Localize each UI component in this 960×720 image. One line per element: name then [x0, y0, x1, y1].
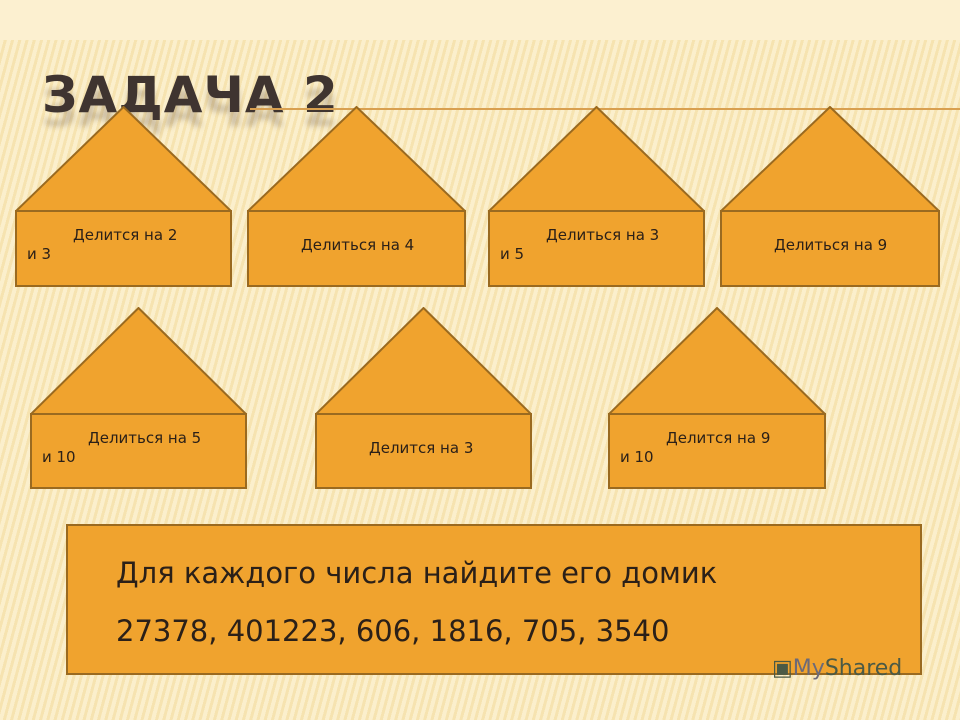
- house-roof: [315, 307, 532, 414]
- task-box: Для каждого числа найдите его домик 2737…: [66, 524, 922, 675]
- house-label-line1: Делиться на 5: [88, 429, 202, 447]
- house-label: Делиться на 9: [774, 236, 888, 254]
- house-4[interactable]: Делиться на 9: [720, 210, 940, 287]
- house-5[interactable]: Делиться на 5 и 10: [30, 413, 247, 489]
- house-label: Делится на 3: [369, 439, 474, 457]
- house-roof: [30, 307, 247, 414]
- house-label-line1: Делится на 2: [73, 226, 178, 244]
- house-label-line1: Делиться на 3: [546, 226, 660, 244]
- house-roof: [15, 106, 232, 211]
- house-label-line1: Делится на 9: [666, 429, 771, 447]
- watermark-shared: Shared: [824, 656, 903, 681]
- house-roof: [720, 106, 940, 211]
- house-label-line2: и 3: [27, 245, 52, 263]
- house-label: Делиться на 4: [301, 236, 415, 254]
- watermark: ▣MyShared: [772, 656, 902, 681]
- house-label-line2: и 5: [500, 245, 525, 263]
- task-instruction: Для каждого числа найдите его домик: [116, 556, 718, 590]
- house-3[interactable]: Делиться на 3 и 5: [488, 210, 705, 287]
- slide-title: ЗАДАЧА 2: [42, 66, 339, 124]
- house-label-line2: и 10: [620, 448, 654, 466]
- house-roof: [608, 307, 826, 414]
- house-roof: [247, 106, 466, 211]
- presentation-icon: ▣: [772, 656, 793, 681]
- task-numbers: 27378, 401223, 606, 1816, 705, 3540: [116, 614, 670, 648]
- house-2[interactable]: Делиться на 4: [247, 210, 466, 287]
- title-rule: [250, 108, 960, 110]
- house-label-line2: и 10: [42, 448, 76, 466]
- house-6[interactable]: Делится на 3: [315, 413, 532, 489]
- house-1[interactable]: Делится на 2 и 3: [15, 210, 232, 287]
- house-7[interactable]: Делится на 9 и 10: [608, 413, 826, 489]
- watermark-my: My: [792, 656, 825, 681]
- top-band: [0, 0, 960, 40]
- house-roof: [488, 106, 705, 211]
